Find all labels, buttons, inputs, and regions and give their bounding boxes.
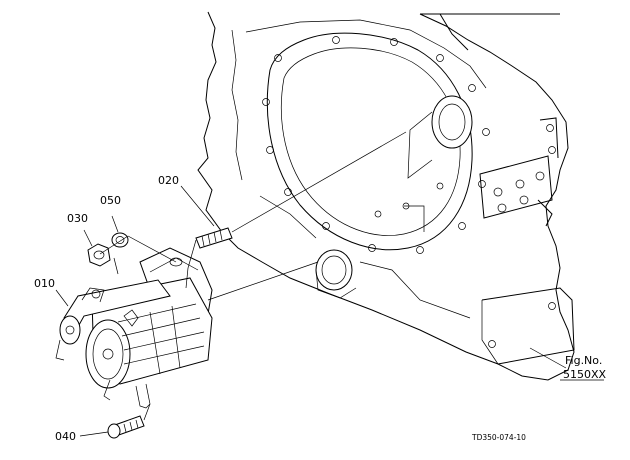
callout-030: 030 <box>67 212 88 225</box>
bolt-040 <box>107 415 145 439</box>
callout-020: 020 <box>158 174 179 187</box>
starter-motor <box>55 247 213 409</box>
nut-030 <box>87 243 111 267</box>
callout-050: 050 <box>100 194 121 207</box>
callout-010: 010 <box>34 277 55 290</box>
flywheel-housing <box>197 11 575 381</box>
fig-number: 5150XX <box>563 368 607 381</box>
stud-bolt-020 <box>195 227 233 249</box>
bolt-holes <box>262 36 490 254</box>
fig-label: Fig.No. <box>565 354 602 367</box>
callout-040: 040 <box>55 430 76 443</box>
drawing-code: TD350-074-10 <box>471 433 526 442</box>
assembly-lines <box>55 131 567 437</box>
